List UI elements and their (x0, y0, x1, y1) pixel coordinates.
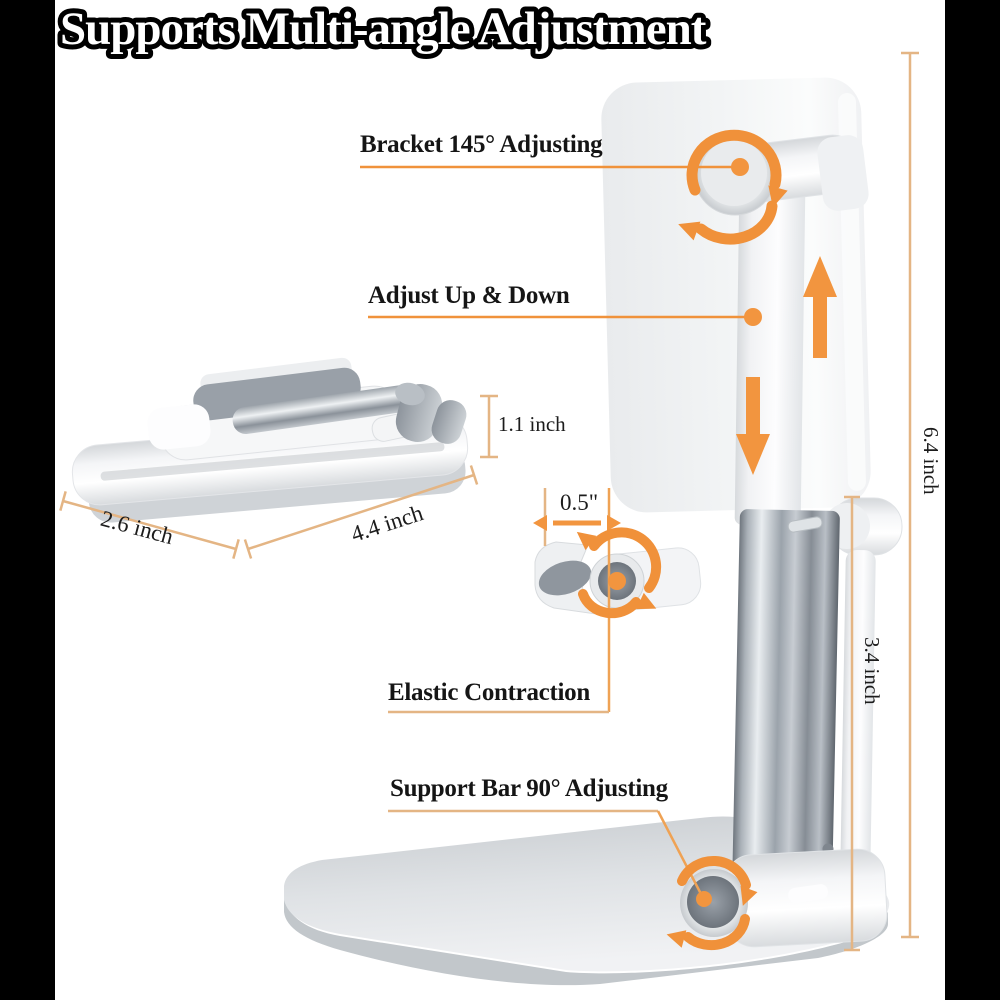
dim-3-4-inch (844, 495, 860, 952)
left-black-bar (0, 0, 55, 1000)
down-arrow-icon (736, 377, 770, 475)
folded-hook-left (147, 404, 211, 450)
folded-chrome-roller (232, 385, 416, 434)
hook-inner-pad (538, 560, 592, 596)
adjust-callout-label: Adjust Up & Down (368, 282, 570, 309)
folded-foot-2 (431, 400, 467, 444)
folded-stand-illustration (71, 357, 469, 523)
top-hinge-bracket (817, 135, 869, 211)
bottom-hinge-cap (687, 876, 739, 928)
support-bar (840, 549, 876, 881)
adjust-callout-dot (744, 308, 762, 326)
chrome-pole-slot (787, 516, 823, 533)
bottom-hinge-tab (788, 884, 829, 903)
measure-folded-height: 1.1 inch (498, 412, 566, 436)
rotation-arrowhead (636, 592, 657, 610)
chrome-pole (732, 509, 840, 893)
dim-6-4-inch (901, 51, 919, 939)
folded-foot-1-cap (395, 382, 425, 406)
measure-lower-pole-height: 3.4 inch (860, 637, 884, 705)
right-black-bar (945, 0, 1000, 1000)
up-arrow-icon (803, 256, 837, 358)
rotation-arrowhead (666, 930, 687, 948)
rotation-arrows-bottom-hinge-icon (677, 856, 751, 951)
rotation-arrowhead (768, 185, 788, 208)
support-callout-dot (696, 891, 712, 907)
rotation-arrows-top-hinge-icon (686, 129, 782, 245)
measure-total-height: 6.4 inch (919, 427, 943, 495)
folded-phone-pad (193, 367, 361, 421)
elastic-callout-label: Elastic Contraction (388, 679, 590, 706)
rotation-arrows-hook-hinge-icon (578, 527, 662, 619)
rotation-arrowhead (576, 531, 597, 551)
hook-hinge-dot (608, 572, 626, 590)
dim-1-1-inch (480, 394, 498, 459)
bracket-callout-dot (731, 158, 749, 176)
rotation-arrowhead (740, 885, 758, 906)
bracket-callout-label: Bracket 145° Adjusting (360, 131, 603, 158)
page-title: Supports Multi-angle Adjustment (60, 3, 707, 55)
dim-2-6-inch (59, 491, 240, 559)
dim-4-4-inch (243, 465, 479, 559)
support-leader-line (656, 810, 703, 895)
dim-0-5-inch (533, 488, 621, 712)
rotation-arrowhead (678, 221, 701, 241)
base-side-edge (284, 898, 888, 986)
support-bar-callout-label: Support Bar 90° Adjusting (390, 775, 668, 802)
annotations (59, 51, 919, 952)
folded-base-seam (100, 442, 445, 481)
measure-hook-depth: 0.5" (560, 490, 599, 515)
